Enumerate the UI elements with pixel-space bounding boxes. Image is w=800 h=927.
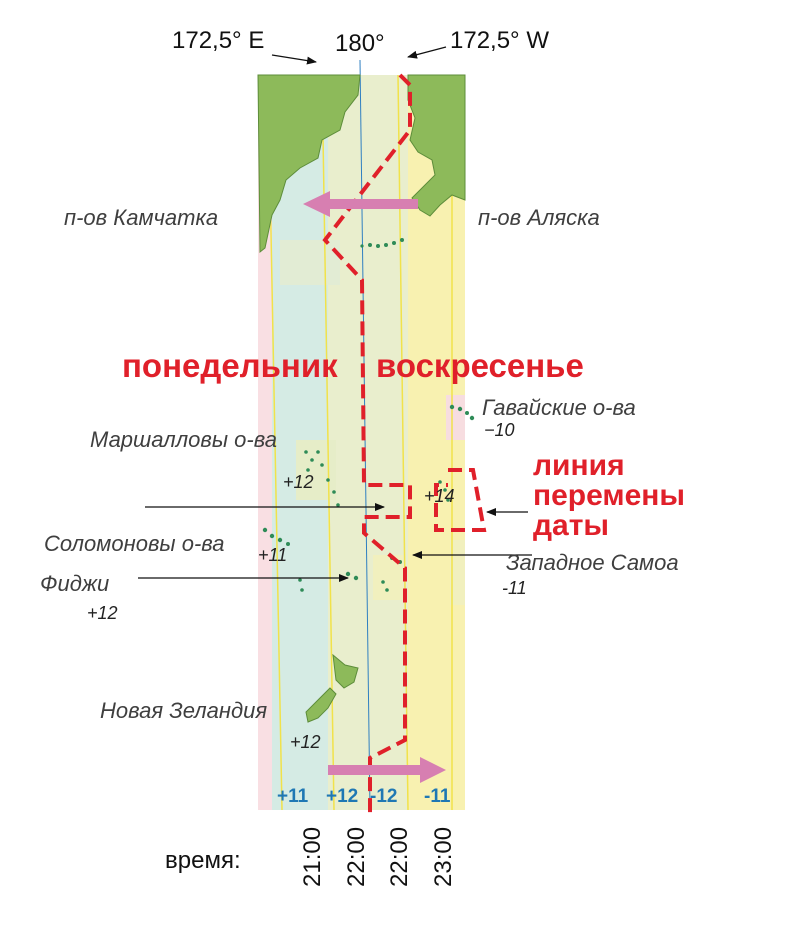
zone-label-minus-12: -12 bbox=[370, 786, 397, 807]
arrow-meridian-east bbox=[271, 54, 317, 65]
kiribati-offset: +14 bbox=[424, 486, 455, 506]
island-dots bbox=[262, 238, 475, 592]
north-america-alaska-land bbox=[407, 74, 466, 217]
date-line-label-line2: перемены bbox=[533, 479, 685, 512]
zone-patch-minus-10 bbox=[446, 395, 465, 440]
land-masses bbox=[257, 74, 466, 723]
pointer-arrows bbox=[138, 46, 532, 582]
alaska-label: п-ов Аляска bbox=[478, 205, 600, 230]
hawaii-label: Гавайские о-ва bbox=[482, 395, 636, 420]
new-zealand-offset: +12 bbox=[290, 732, 321, 752]
time-value-1: 21:00 bbox=[299, 827, 326, 887]
kamchatka-label: п-ов Камчатка bbox=[64, 205, 218, 230]
meridian-east-label: 172,5° E bbox=[172, 27, 264, 54]
solomon-offset: +11 bbox=[258, 545, 287, 565]
time-value-3: 22:00 bbox=[386, 827, 413, 887]
date-line-kiribati-bump bbox=[434, 468, 487, 532]
solomon-islands bbox=[262, 527, 290, 546]
samoa-offset: -11 bbox=[502, 578, 527, 598]
solomon-label: Соломоновы о-ва bbox=[44, 531, 225, 556]
marshall-label: Маршалловы о-ва bbox=[90, 427, 277, 452]
zone-patch-tonga bbox=[450, 540, 465, 605]
meridian-180-label: 180° bbox=[335, 30, 385, 57]
fiji-offset: +12 bbox=[87, 603, 118, 623]
fiji-label: Фиджи bbox=[40, 571, 109, 596]
zone-band-plus-10 bbox=[258, 75, 272, 810]
new-zealand-label: Новая Зеландия bbox=[100, 698, 267, 723]
date-line-label-line1: линия bbox=[533, 449, 625, 482]
zone-label-minus-11: -11 bbox=[424, 786, 451, 807]
meridian-west-label: 172,5° W bbox=[450, 27, 549, 54]
time-value-4: 23:00 bbox=[430, 827, 457, 887]
hawaiian-islands bbox=[449, 404, 475, 421]
zone-label-plus-12: +12 bbox=[326, 786, 358, 807]
new-zealand-south-island bbox=[305, 687, 337, 723]
asia-kamchatka-land bbox=[257, 74, 361, 254]
marshall-islands bbox=[304, 450, 340, 507]
time-value-2: 22:00 bbox=[343, 827, 370, 887]
hawaii-offset: −10 bbox=[484, 420, 515, 440]
zone-patch-north bbox=[280, 240, 340, 285]
samoa-label: Западное Самоа bbox=[506, 550, 679, 575]
day-monday-label: понедельник bbox=[122, 347, 338, 384]
aleutian-islands bbox=[360, 238, 404, 248]
arrow-meridian-west bbox=[407, 46, 447, 59]
day-sunday-label: воскресенье bbox=[376, 347, 584, 384]
kiribati-islands bbox=[438, 480, 450, 502]
marshall-offset: +12 bbox=[283, 472, 314, 492]
date-line-label-line3: даты bbox=[533, 509, 609, 542]
time-label: время: bbox=[165, 847, 241, 874]
zone-label-plus-11: +11 bbox=[277, 786, 309, 807]
new-zealand-north-island bbox=[332, 653, 359, 689]
direction-arrow-east bbox=[328, 757, 446, 783]
time-zone-bands bbox=[258, 75, 465, 810]
direction-arrow-west bbox=[303, 191, 418, 217]
